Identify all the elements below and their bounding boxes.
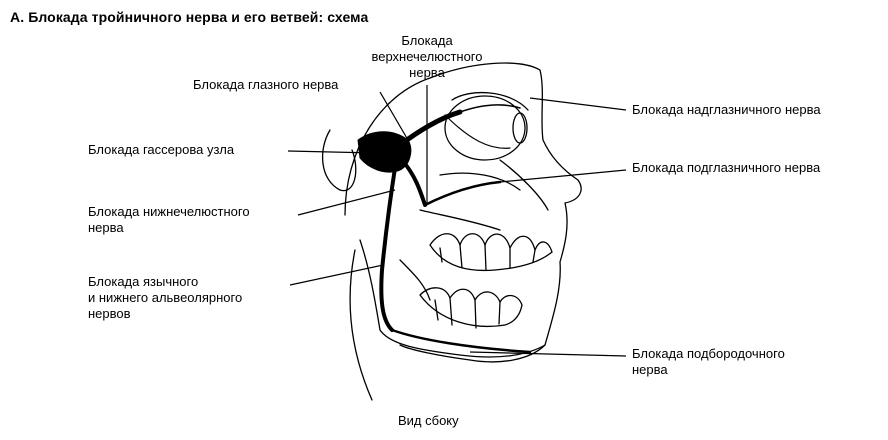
eye-cornea [512,112,528,144]
ear-outline [321,129,357,192]
caption-side-view: Вид сбоку [398,413,459,428]
cheek-contour [439,172,521,191]
head-outline [344,62,582,363]
pointer-supraorbital [529,97,627,111]
nose-bone [499,159,549,211]
neck-outline [349,249,373,401]
label-maxillary-block: Блокада верхнечелюстного нерва [371,33,483,80]
pointer-infraorbital [499,169,627,183]
ophthalmic-nerve [397,109,463,148]
pointer-mandibular [297,189,396,216]
upper-teeth [429,233,553,272]
label-infraorbital-block: Блокада подглазничного нерва [632,160,821,175]
infraorbital-nerve [423,180,502,207]
label-gasserian-block: Блокада гассерова узла [88,142,235,157]
gasserian-ganglion [357,131,412,173]
lower-teeth [419,287,523,328]
pointer-lingual [289,264,384,286]
inferior-alveolar-nerve [390,328,532,354]
pointer-mental [469,351,627,357]
pointer-ophthalmic [379,91,409,141]
label-supraorbital-block: Блокада надглазничного нерва [632,102,821,117]
label-mandibular-block: Блокада нижнечелюстного нерва [88,204,250,235]
eye-globe [444,95,526,161]
maxillary-nerve [400,158,427,207]
pointer-gasserian [287,150,376,154]
label-ophthalmic-block: Блокада глазного нерва [193,77,339,92]
eye-lid [451,91,529,111]
mandibular-nerve [379,166,397,332]
mandible-outline [359,239,546,358]
figure-title: А. Блокада тройничного нерва и его ветве… [10,9,369,25]
label-mental-block: Блокада подбородочного нерва [632,346,785,377]
label-lingual-alveolar-block: Блокада язычного и нижнего альвеолярного… [88,274,243,321]
